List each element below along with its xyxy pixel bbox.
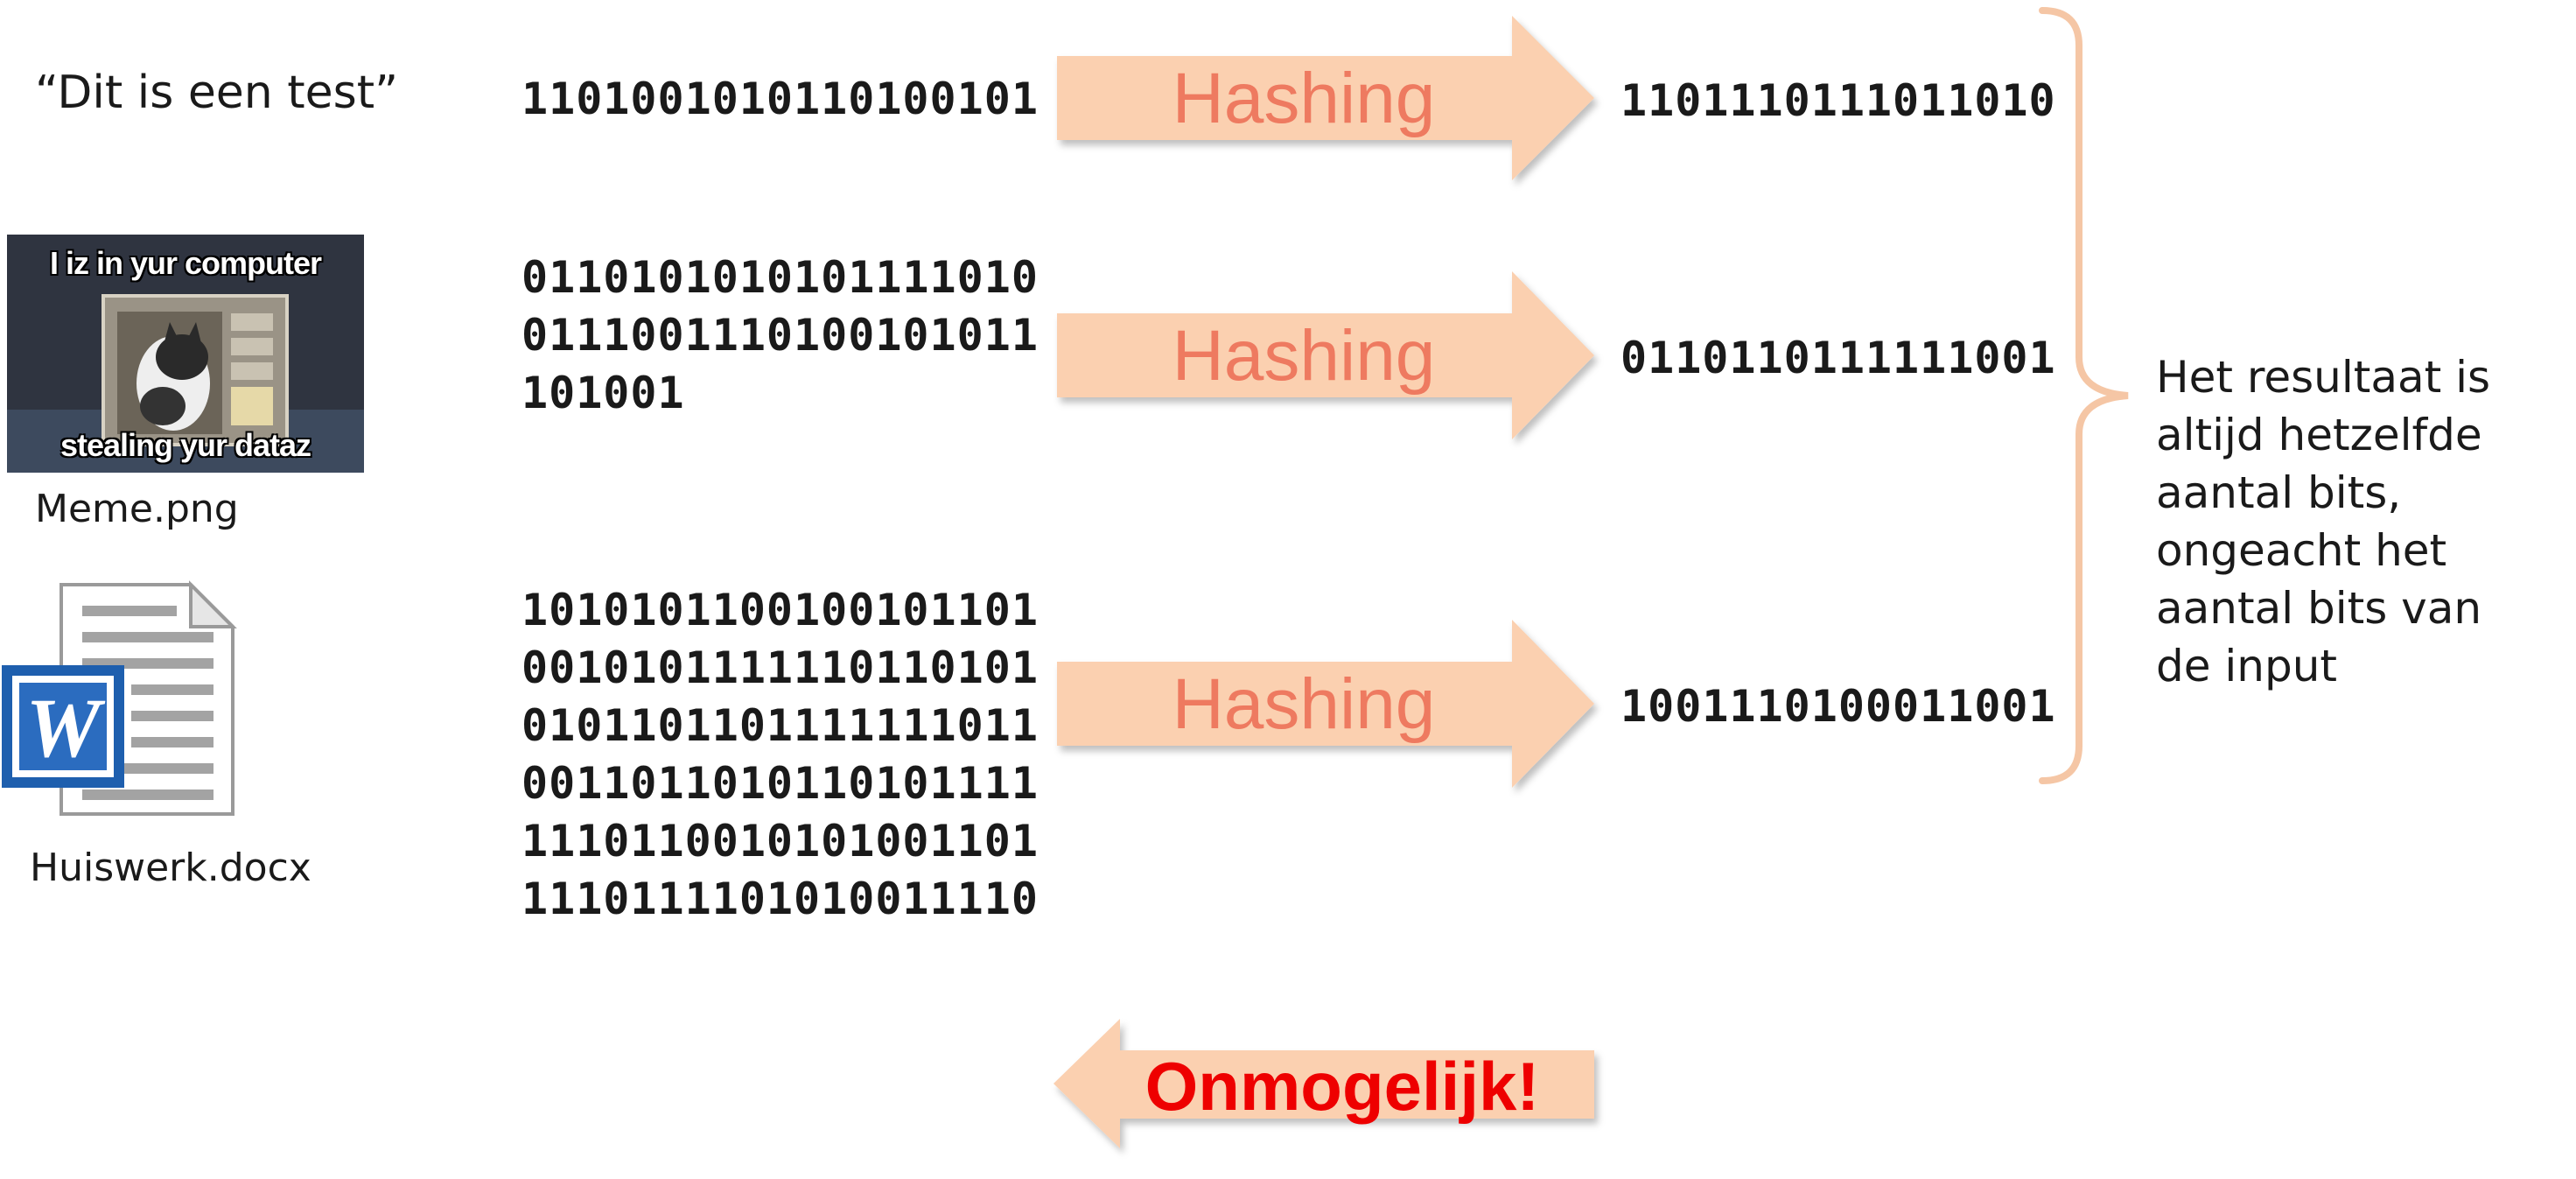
hash-value: 0110110111111001 <box>1620 333 2056 383</box>
bit-line: 1110111101010011110 <box>522 874 1039 924</box>
impossible-arrow: Onmogelijk! <box>1054 1019 1594 1148</box>
meme-caption: Meme.png <box>35 487 239 531</box>
hashing-arrow-2: Hashing <box>1057 271 1594 439</box>
meme-scene <box>7 235 364 473</box>
side-note-line: Het resultaat is <box>2156 352 2491 403</box>
bit-line: 1110110010101001101 <box>522 816 1039 867</box>
word-letter: W <box>25 681 105 775</box>
right-brace <box>2039 7 2129 784</box>
side-note-line: altijd hetzelfde <box>2156 410 2482 460</box>
bit-line: 0010101111110110101 <box>522 642 1039 693</box>
bit-line: 0101101101111111011 <box>522 700 1039 751</box>
hash-value: 1001110100011001 <box>1620 681 2056 732</box>
hashing-arrow-3: Hashing <box>1057 620 1594 788</box>
side-note-line: aantal bits van <box>2156 583 2482 634</box>
bit-line: 1101001010110100101 <box>522 74 1039 124</box>
meme-image: I iz in yur computer stealing yur dataz <box>7 235 364 473</box>
meme-bottom-text: stealing yur dataz <box>60 427 312 463</box>
output-hash-1: 1101110111011010 <box>1620 72 2056 130</box>
meme-top-text: I iz in yur computer <box>49 245 322 281</box>
document-caption: Huiswerk.docx <box>30 846 312 890</box>
hashing-arrow-1: Hashing <box>1057 16 1594 180</box>
bit-line: 101001 <box>522 368 685 418</box>
bit-line: 0110101010101111010 <box>522 252 1039 303</box>
hash-value: 1101110111011010 <box>1620 75 2056 126</box>
bit-line: 1010101100100101101 <box>522 585 1039 635</box>
output-hash-3: 1001110100011001 <box>1620 677 2056 735</box>
impossible-label: Onmogelijk! <box>1145 1048 1540 1125</box>
output-hash-2: 0110110111111001 <box>1620 329 2056 387</box>
hashing-label: Hashing <box>1172 316 1436 396</box>
input-bits-2: 0110101010101111010 0111001110100101011 … <box>522 249 1039 422</box>
side-note-line: de input <box>2156 641 2338 691</box>
side-note-line: aantal bits, <box>2156 467 2402 518</box>
input-bits-3: 1010101100100101101 0010101111110110101 … <box>522 581 1039 928</box>
side-note: Het resultaat is altijd hetzelfde aantal… <box>2156 348 2490 695</box>
hashing-label: Hashing <box>1172 664 1436 744</box>
side-note-line: ongeacht het <box>2156 525 2447 576</box>
bit-line: 0111001110100101011 <box>522 310 1039 361</box>
word-document-icon: W <box>0 578 254 823</box>
hashing-label: Hashing <box>1172 59 1436 138</box>
bit-line: 0011011010110101111 <box>522 758 1039 809</box>
text-input-label: “Dit is een test” <box>35 67 399 119</box>
input-bits-1: 1101001010110100101 <box>522 70 1039 128</box>
